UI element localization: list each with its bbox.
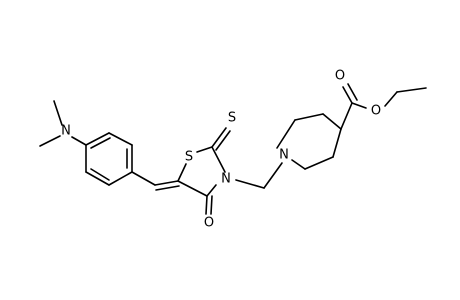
bond-benzene-5-inner [90,168,110,181]
bond-ch2-npip [263,162,283,189]
bond-carbonyl [342,86,353,104]
bond-benzene-5 [85,171,110,186]
bond-n3-c4 [206,184,217,197]
bond-ester-o [351,102,367,109]
atom-label-o-oxo: O [204,216,214,231]
bond-n-aryl [71,136,87,146]
bond-methyl-upper [53,100,63,126]
bond-carbonyl-double [347,83,358,101]
atom-label-n-thiazolidine: N [221,172,231,187]
bond-c5-s1 [177,163,187,182]
bond-methine-c5-double [155,185,180,191]
bond-c4-oxo [205,195,208,215]
atom-label-n-dimethylamino: N [61,124,71,139]
bond-pip-6 [291,159,306,170]
atom-label-o-carbonyl: O [335,69,345,84]
bond-c2-n3 [211,146,226,173]
bond-pip-4 [332,128,342,158]
bond-benzene-4 [108,171,133,186]
bond-methyl-lower [39,135,61,147]
bond-n3-ch2 [235,179,265,189]
bond-benzene-1 [85,132,110,146]
bond-c4-c5 [177,180,208,197]
bond-s1-c2 [196,146,213,153]
bond-benzene-1-inner [90,137,111,149]
bond-o-ethyl [384,91,398,107]
atom-label-s-ring: S [185,150,193,165]
atom-label-s-thione: S [228,111,236,126]
bond-c4-carboxyl [340,102,353,130]
bond-pip-1 [276,119,296,149]
bond-methine-c5 [154,180,179,186]
bond-c2-thione-double [215,130,231,151]
bond-aryl-methine [131,171,156,186]
bond-c2-thione [211,127,227,148]
bond-ethyl [396,87,427,93]
atom-label-n-piperidine: N [279,148,289,163]
bond-pip-3 [322,113,342,130]
bond-pip-5 [304,156,334,170]
bond-benzene-2 [108,132,133,146]
atom-label-o-ester: O [371,104,381,119]
bond-c4-oxo-double [210,195,213,215]
bond-pip-2 [294,113,324,121]
